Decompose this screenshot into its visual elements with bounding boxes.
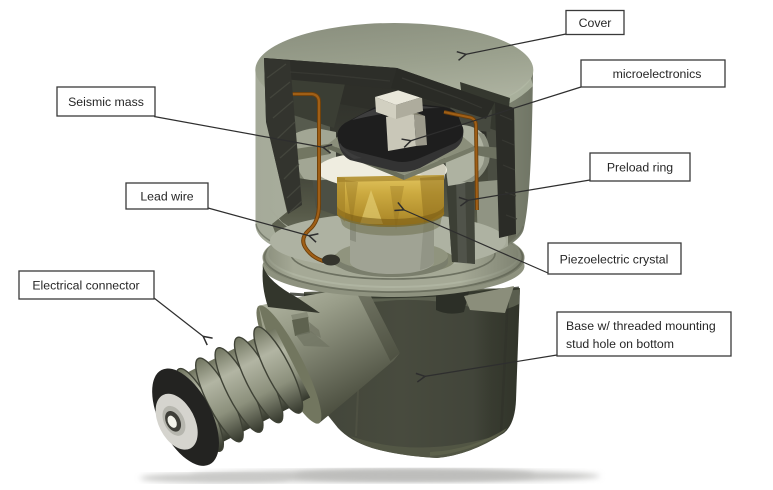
svg-text:Base w/ threaded mounting: Base w/ threaded mounting (566, 319, 716, 333)
svg-text:Piezoelectric crystal: Piezoelectric crystal (560, 253, 669, 267)
svg-text:Seismic mass: Seismic mass (68, 95, 144, 109)
svg-text:Preload ring: Preload ring (607, 161, 673, 175)
svg-text:Cover: Cover (579, 16, 612, 30)
svg-text:Electrical connector: Electrical connector (32, 279, 139, 293)
svg-text:microelectronics: microelectronics (613, 67, 702, 81)
svg-text:Lead wire: Lead wire (140, 190, 193, 204)
svg-text:stud hole on bottom: stud hole on bottom (566, 337, 674, 351)
